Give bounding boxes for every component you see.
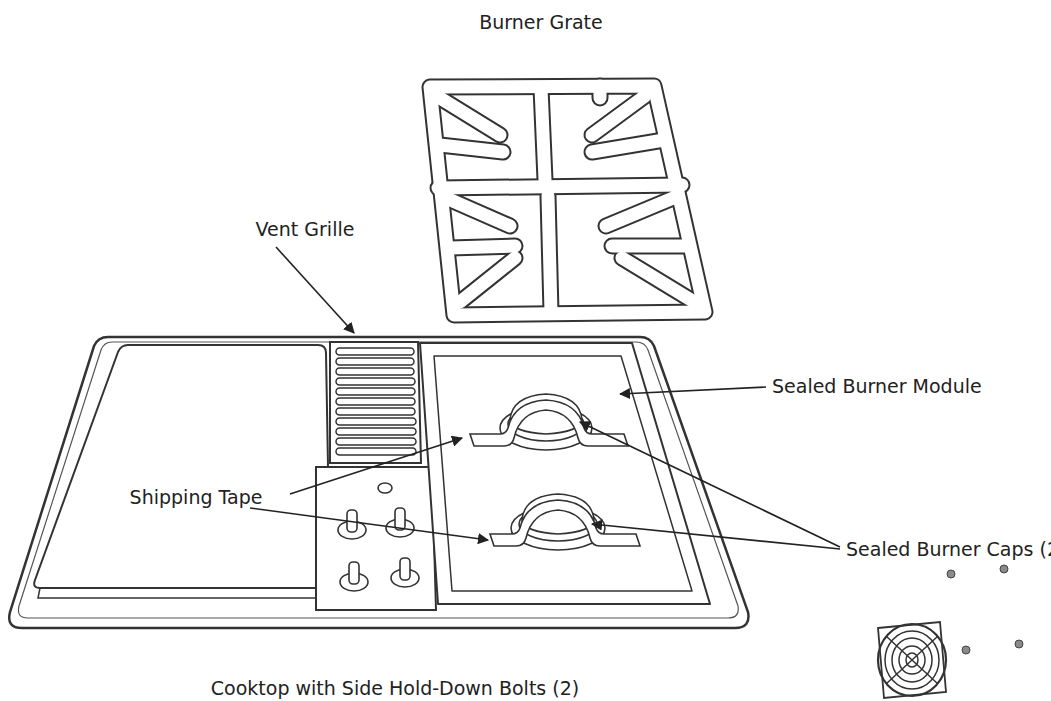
cooktop-rim xyxy=(18,342,738,618)
knob-handle xyxy=(400,558,410,580)
grate-finger xyxy=(592,140,664,152)
shipping-tape xyxy=(490,500,640,546)
knob-handle xyxy=(349,562,359,584)
vent-slat xyxy=(336,438,416,445)
grate-finger xyxy=(450,246,515,248)
vent-slat xyxy=(336,398,415,405)
grate-finger xyxy=(450,246,515,248)
grate-finger xyxy=(622,258,696,303)
panel-edge xyxy=(38,588,330,598)
grate-finger xyxy=(606,196,678,226)
grate-crossbar xyxy=(438,185,682,188)
vent-slats xyxy=(336,348,416,455)
part-label: Shipping Tape xyxy=(130,487,263,508)
bolt xyxy=(947,570,955,578)
vent-slat xyxy=(336,418,416,425)
vent-slat xyxy=(336,408,415,415)
leader-lines xyxy=(250,247,840,549)
leader-line xyxy=(276,247,354,333)
burner xyxy=(470,394,628,450)
burner-module-tray xyxy=(420,343,710,604)
part-label: Sealed Burner Caps (2) xyxy=(846,539,1051,560)
grate-finger xyxy=(446,198,510,226)
grate-finger xyxy=(594,86,607,98)
burner xyxy=(490,494,640,550)
cooking-panel xyxy=(34,345,330,588)
control-panel xyxy=(316,467,436,610)
guard-ring xyxy=(878,624,946,696)
grate-finger xyxy=(541,88,545,180)
grate-finger xyxy=(592,140,664,152)
leader-line xyxy=(290,438,462,494)
part-label: Vent Grille xyxy=(256,219,355,240)
grate-finger xyxy=(460,258,515,302)
grate-finger xyxy=(612,238,688,255)
leader-line xyxy=(250,508,488,540)
leader-line xyxy=(620,387,766,394)
grate-finger xyxy=(440,145,503,152)
grate-finger xyxy=(440,98,500,135)
grate-finger xyxy=(548,196,551,312)
cooktop-body xyxy=(9,337,748,628)
grate-fill xyxy=(430,86,705,315)
grate-finger xyxy=(612,240,688,253)
vent-slat xyxy=(336,358,414,365)
grate-finger xyxy=(440,98,500,135)
vent-slat xyxy=(336,368,414,375)
hold-down-bolts xyxy=(947,565,1023,654)
vent-slat xyxy=(336,448,416,455)
grate-finger xyxy=(446,198,510,226)
leader-line xyxy=(592,524,840,549)
grate-finger xyxy=(606,196,678,226)
shipping-tape xyxy=(470,400,628,446)
bolt xyxy=(1015,640,1023,648)
vent-slat xyxy=(336,348,414,355)
grate-finger xyxy=(440,145,503,152)
control-knobs xyxy=(338,483,419,591)
leader-line xyxy=(580,422,840,547)
grate-finger xyxy=(541,88,545,180)
grate-crossbar xyxy=(438,185,682,188)
burner-module-well xyxy=(434,356,692,591)
grate-outline xyxy=(430,86,705,315)
vent-slat xyxy=(336,378,415,385)
fan-guard xyxy=(878,622,946,698)
vent-slat xyxy=(336,428,416,435)
bolt xyxy=(962,646,970,654)
guard-ring xyxy=(885,631,939,689)
knob-handle xyxy=(395,508,405,530)
bolt xyxy=(1000,565,1008,573)
grate-finger xyxy=(592,86,609,98)
guard-spokes xyxy=(886,636,938,684)
grate-finger xyxy=(622,258,696,303)
vent-grille-frame xyxy=(330,342,421,463)
part-label: Cooktop with Side Hold-Down Bolts (2) xyxy=(211,678,579,699)
vent-slat xyxy=(336,388,415,395)
part-label: Burner Grate xyxy=(479,12,602,33)
grate-frame xyxy=(430,86,705,315)
part-label: Sealed Burner Module xyxy=(772,376,982,397)
grate-finger xyxy=(548,196,551,312)
grate-finger xyxy=(460,258,515,302)
indicator-light xyxy=(378,483,392,493)
guard-frame xyxy=(878,622,946,698)
grate-frame xyxy=(430,86,705,315)
